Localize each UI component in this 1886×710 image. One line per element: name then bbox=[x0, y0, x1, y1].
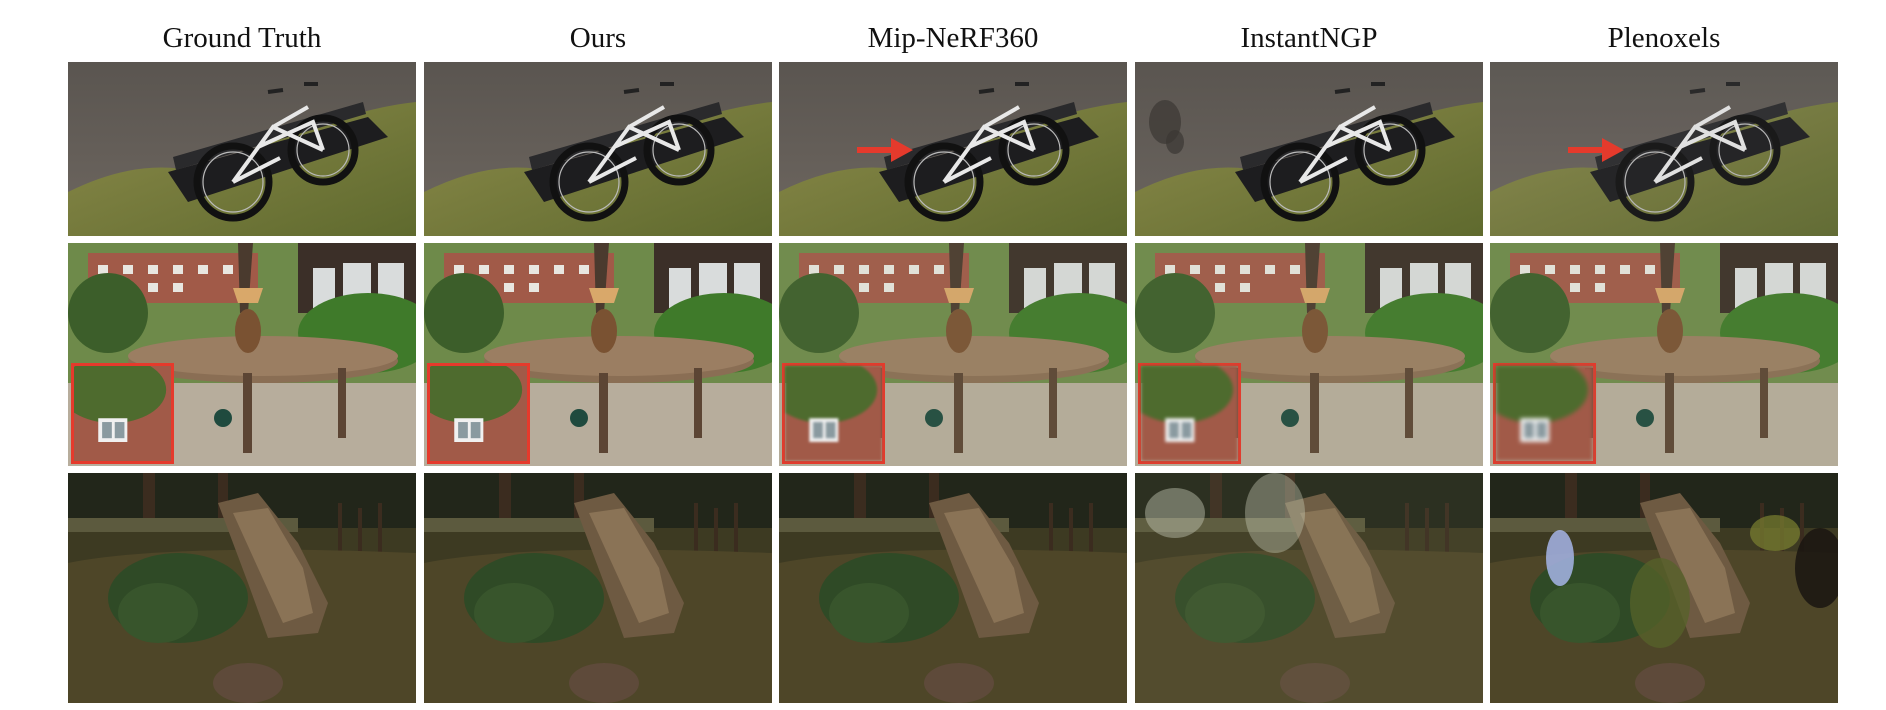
zoom-inset bbox=[1138, 363, 1241, 464]
zoom-inset bbox=[782, 363, 885, 464]
image-stump-mip-nerf360 bbox=[779, 473, 1127, 703]
image-garden-ours bbox=[424, 243, 772, 466]
image-garden-mip-nerf360 bbox=[779, 243, 1127, 466]
image-bicycle-mip-nerf360 bbox=[779, 62, 1127, 236]
image-bicycle-ours bbox=[424, 62, 772, 236]
image-stump-ours bbox=[424, 473, 772, 703]
image-stump-instantngp bbox=[1135, 473, 1483, 703]
zoom-inset bbox=[427, 363, 530, 464]
column-header-instantngp: InstantNGP bbox=[1240, 22, 1378, 54]
image-bicycle-ground-truth bbox=[68, 62, 416, 236]
image-bicycle-plenoxels bbox=[1490, 62, 1838, 236]
image-garden-instantngp bbox=[1135, 243, 1483, 466]
highlight-arrow-icon bbox=[1568, 137, 1624, 163]
zoom-inset bbox=[1493, 363, 1596, 464]
column-header-ground-truth: Ground Truth bbox=[162, 22, 322, 54]
column-header-ours: Ours bbox=[569, 22, 627, 54]
image-garden-ground-truth bbox=[68, 243, 416, 466]
image-bicycle-instantngp bbox=[1135, 62, 1483, 236]
column-header-plenoxels: Plenoxels bbox=[1607, 22, 1721, 54]
highlight-arrow-icon bbox=[857, 137, 913, 163]
column-header-mip-nerf360: Mip-NeRF360 bbox=[867, 22, 1039, 54]
image-stump-plenoxels bbox=[1490, 473, 1838, 703]
image-garden-plenoxels bbox=[1490, 243, 1838, 466]
image-stump-ground-truth bbox=[68, 473, 416, 703]
zoom-inset bbox=[71, 363, 174, 464]
